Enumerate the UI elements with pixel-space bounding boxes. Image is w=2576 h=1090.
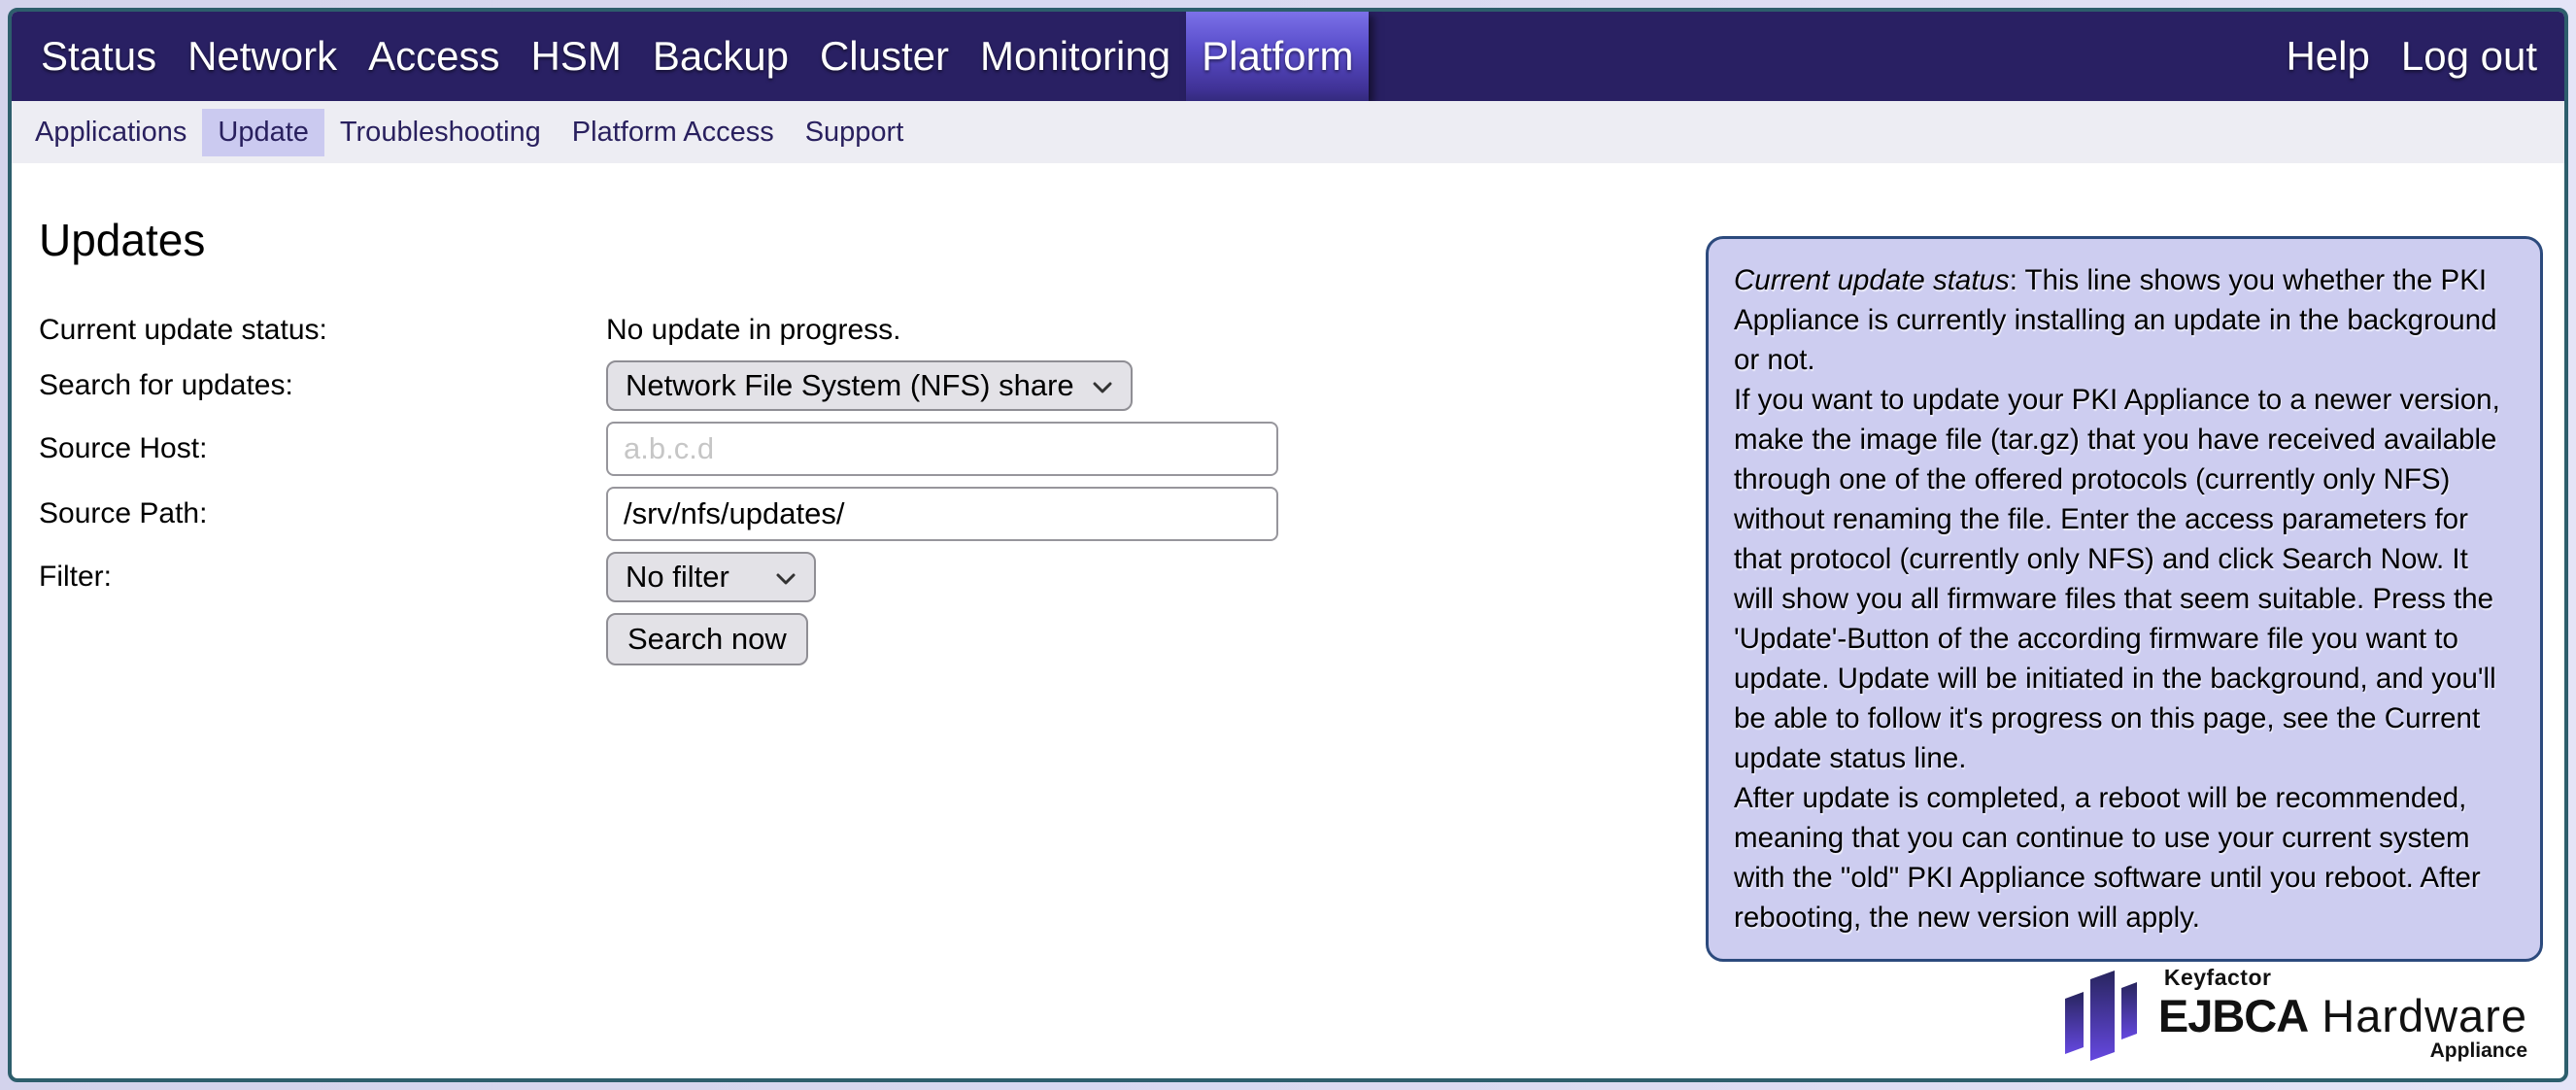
subnav-item-support[interactable]: Support <box>804 116 904 148</box>
help-paragraph-1-rest: : This line shows you whether the PKI Ap… <box>1734 264 2497 376</box>
nav-item-monitoring[interactable]: Monitoring <box>979 33 1171 79</box>
nav-item-status[interactable]: Status <box>41 33 157 79</box>
keyfactor-bars-icon <box>2064 970 2137 1061</box>
subnav-item-troubleshooting[interactable]: Troubleshooting <box>339 116 541 148</box>
page-title: Updates <box>39 215 206 265</box>
source-path-label: Source Path: <box>39 497 208 529</box>
chevron-down-icon <box>775 572 797 586</box>
source-host-label: Source Host: <box>39 432 208 464</box>
help-info-box: Current update status: This line shows y… <box>1706 236 2543 962</box>
search-now-button[interactable]: Search now <box>606 613 808 665</box>
product-wordmark-rest: Hardware <box>2308 990 2527 1041</box>
search-protocol-row: Search for updates: Network File System … <box>39 360 2537 411</box>
nav-item-help[interactable]: Help <box>2286 33 2370 79</box>
brand-logo-text: Keyfactor EJBCA Hardware Appliance <box>2158 965 2527 1063</box>
nav-item-cluster[interactable]: Cluster <box>819 33 949 79</box>
nav-item-platform[interactable]: Platform <box>1186 12 1370 101</box>
source-host-row: Source Host: <box>39 422 2537 476</box>
keyfactor-wordmark: Keyfactor <box>2163 965 2272 990</box>
filter-select[interactable]: No filter <box>606 552 816 602</box>
chevron-down-icon <box>1092 381 1113 394</box>
nav-item-logout[interactable]: Log out <box>2400 33 2537 79</box>
search-button-row: Search now <box>39 613 2537 665</box>
subnav-item-update[interactable]: Update <box>202 108 324 156</box>
filter-row: Filter: No filter <box>39 552 2537 602</box>
help-paragraph-2: If you want to update your PKI Appliance… <box>1734 384 2500 774</box>
nav-item-network[interactable]: Network <box>187 33 338 79</box>
status-label: Current update status: <box>39 314 327 346</box>
help-paragraph-1-lead: Current update status <box>1734 264 2010 296</box>
help-paragraph-3: After update is completed, a reboot will… <box>1734 782 2481 934</box>
subnav-item-platform-access[interactable]: Platform Access <box>571 116 774 148</box>
product-wordmark-bold: EJBCA <box>2157 990 2309 1041</box>
status-row: Current update status: No update in prog… <box>39 311 2537 350</box>
filter-selected-value: No filter <box>626 560 729 594</box>
nav-item-hsm[interactable]: HSM <box>530 33 622 79</box>
main-content: Updates Current update status: No update… <box>12 163 2564 1078</box>
search-protocol-select[interactable]: Network File System (NFS) share <box>606 360 1133 411</box>
brand-logo: Keyfactor EJBCA Hardware Appliance <box>2063 965 2527 1063</box>
top-navigation: Status Network Access HSM Backup Cluster… <box>12 12 2564 101</box>
search-protocol-label: Search for updates: <box>39 369 293 401</box>
source-host-input[interactable] <box>606 422 1278 476</box>
subnav-item-applications[interactable]: Applications <box>35 116 187 148</box>
nav-spacer <box>1369 12 2270 101</box>
status-value: No update in progress. <box>606 314 901 346</box>
appliance-wordmark: Appliance <box>2429 1039 2527 1062</box>
help-paragraph-1: Current update status: This line shows y… <box>1734 260 2515 380</box>
nav-item-backup[interactable]: Backup <box>652 33 789 79</box>
sub-navigation: Applications Update Troubleshooting Plat… <box>12 101 2564 163</box>
search-protocol-selected-value: Network File System (NFS) share <box>626 368 1074 402</box>
product-wordmark: EJBCA Hardware <box>2158 991 2527 1041</box>
filter-label: Filter: <box>39 561 112 593</box>
nav-item-access[interactable]: Access <box>368 33 500 79</box>
source-path-row: Source Path: <box>39 487 2537 541</box>
source-path-input[interactable] <box>606 487 1278 541</box>
page-frame: Status Network Access HSM Backup Cluster… <box>8 8 2568 1082</box>
